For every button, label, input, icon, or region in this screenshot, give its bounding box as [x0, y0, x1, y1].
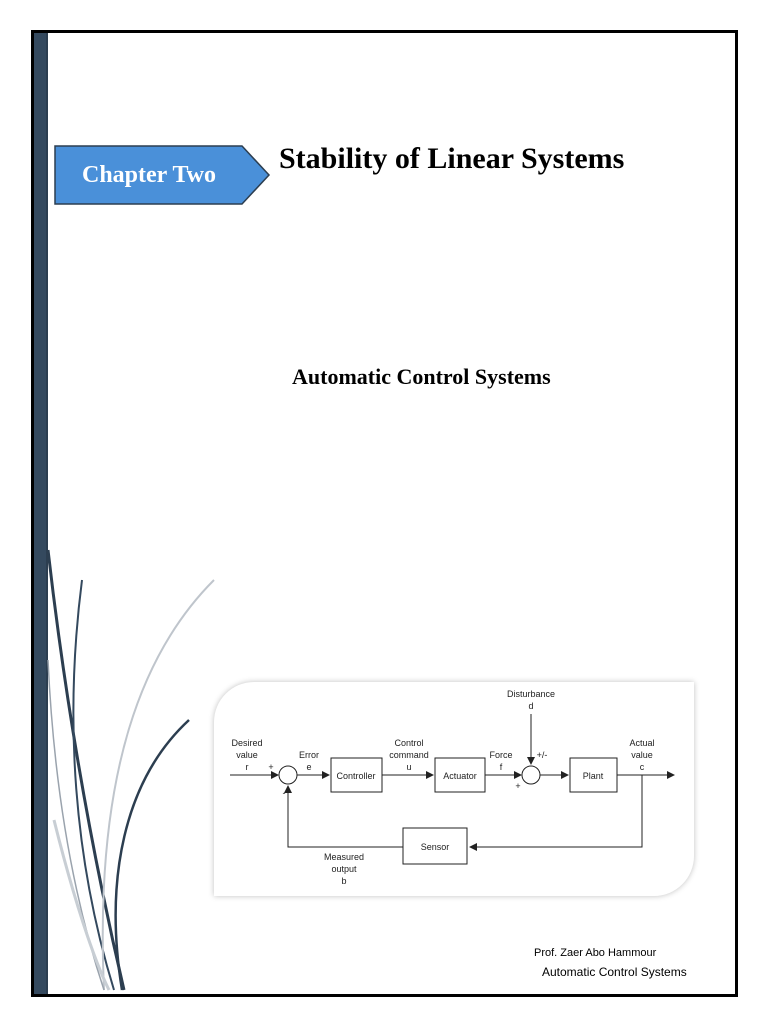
label-measured-1: Measured	[324, 852, 364, 862]
label-minus-1: -	[283, 788, 286, 798]
label-plusminus: +/-	[537, 750, 548, 760]
label-measured-2: output	[331, 864, 357, 874]
label-control-2: command	[389, 750, 429, 760]
page-subtitle: Automatic Control Systems	[292, 364, 551, 389]
label-control-3: u	[406, 762, 411, 772]
label-plus-1: +	[268, 762, 273, 772]
label-error-2: e	[306, 762, 311, 772]
decorative-swoosh	[46, 549, 215, 991]
label-force-2: f	[500, 762, 503, 772]
controller-block	[330, 757, 383, 793]
plant-label: Plant	[583, 771, 604, 781]
label-desired-1: Desired	[231, 738, 262, 748]
plant-block	[569, 757, 618, 793]
chapter-label: Chapter Two	[81, 162, 216, 188]
page-title: Stability of Linear Systems	[279, 142, 625, 175]
label-error-1: Error	[299, 750, 319, 760]
label-force-1: Force	[489, 750, 512, 760]
actuator-label: Actuator	[443, 771, 477, 781]
label-disturbance-2: d	[528, 701, 533, 711]
decorative-spine	[34, 33, 48, 994]
footer-author: Prof. Zaer Abo Hammour	[534, 947, 657, 959]
label-actual-1: Actual	[629, 738, 654, 748]
summing-junction-1	[278, 765, 298, 785]
actuator-block	[434, 757, 486, 793]
label-actual-3: c	[640, 762, 645, 772]
controller-label: Controller	[336, 771, 375, 781]
chapter-tab-shape	[54, 145, 271, 205]
label-disturbance-1: Disturbance	[507, 689, 555, 699]
label-control-1: Control	[394, 738, 423, 748]
feedback-path-right	[469, 775, 643, 851]
label-plus-2: +	[515, 781, 520, 791]
page-border	[31, 30, 738, 997]
feedback-path-left	[284, 785, 403, 848]
summing-junction-2	[521, 765, 541, 785]
block-diagram: Controller Actuator Plant Sensor Desired…	[230, 689, 675, 886]
decorative-spine-edge	[46, 33, 48, 994]
sensor-label: Sensor	[421, 842, 450, 852]
footer-course: Automatic Control Systems	[542, 965, 687, 979]
label-measured-3: b	[341, 876, 346, 886]
label-actual-2: value	[631, 750, 653, 760]
label-desired-2: value	[236, 750, 258, 760]
sensor-block	[402, 827, 468, 865]
label-desired-3: r	[246, 762, 249, 772]
